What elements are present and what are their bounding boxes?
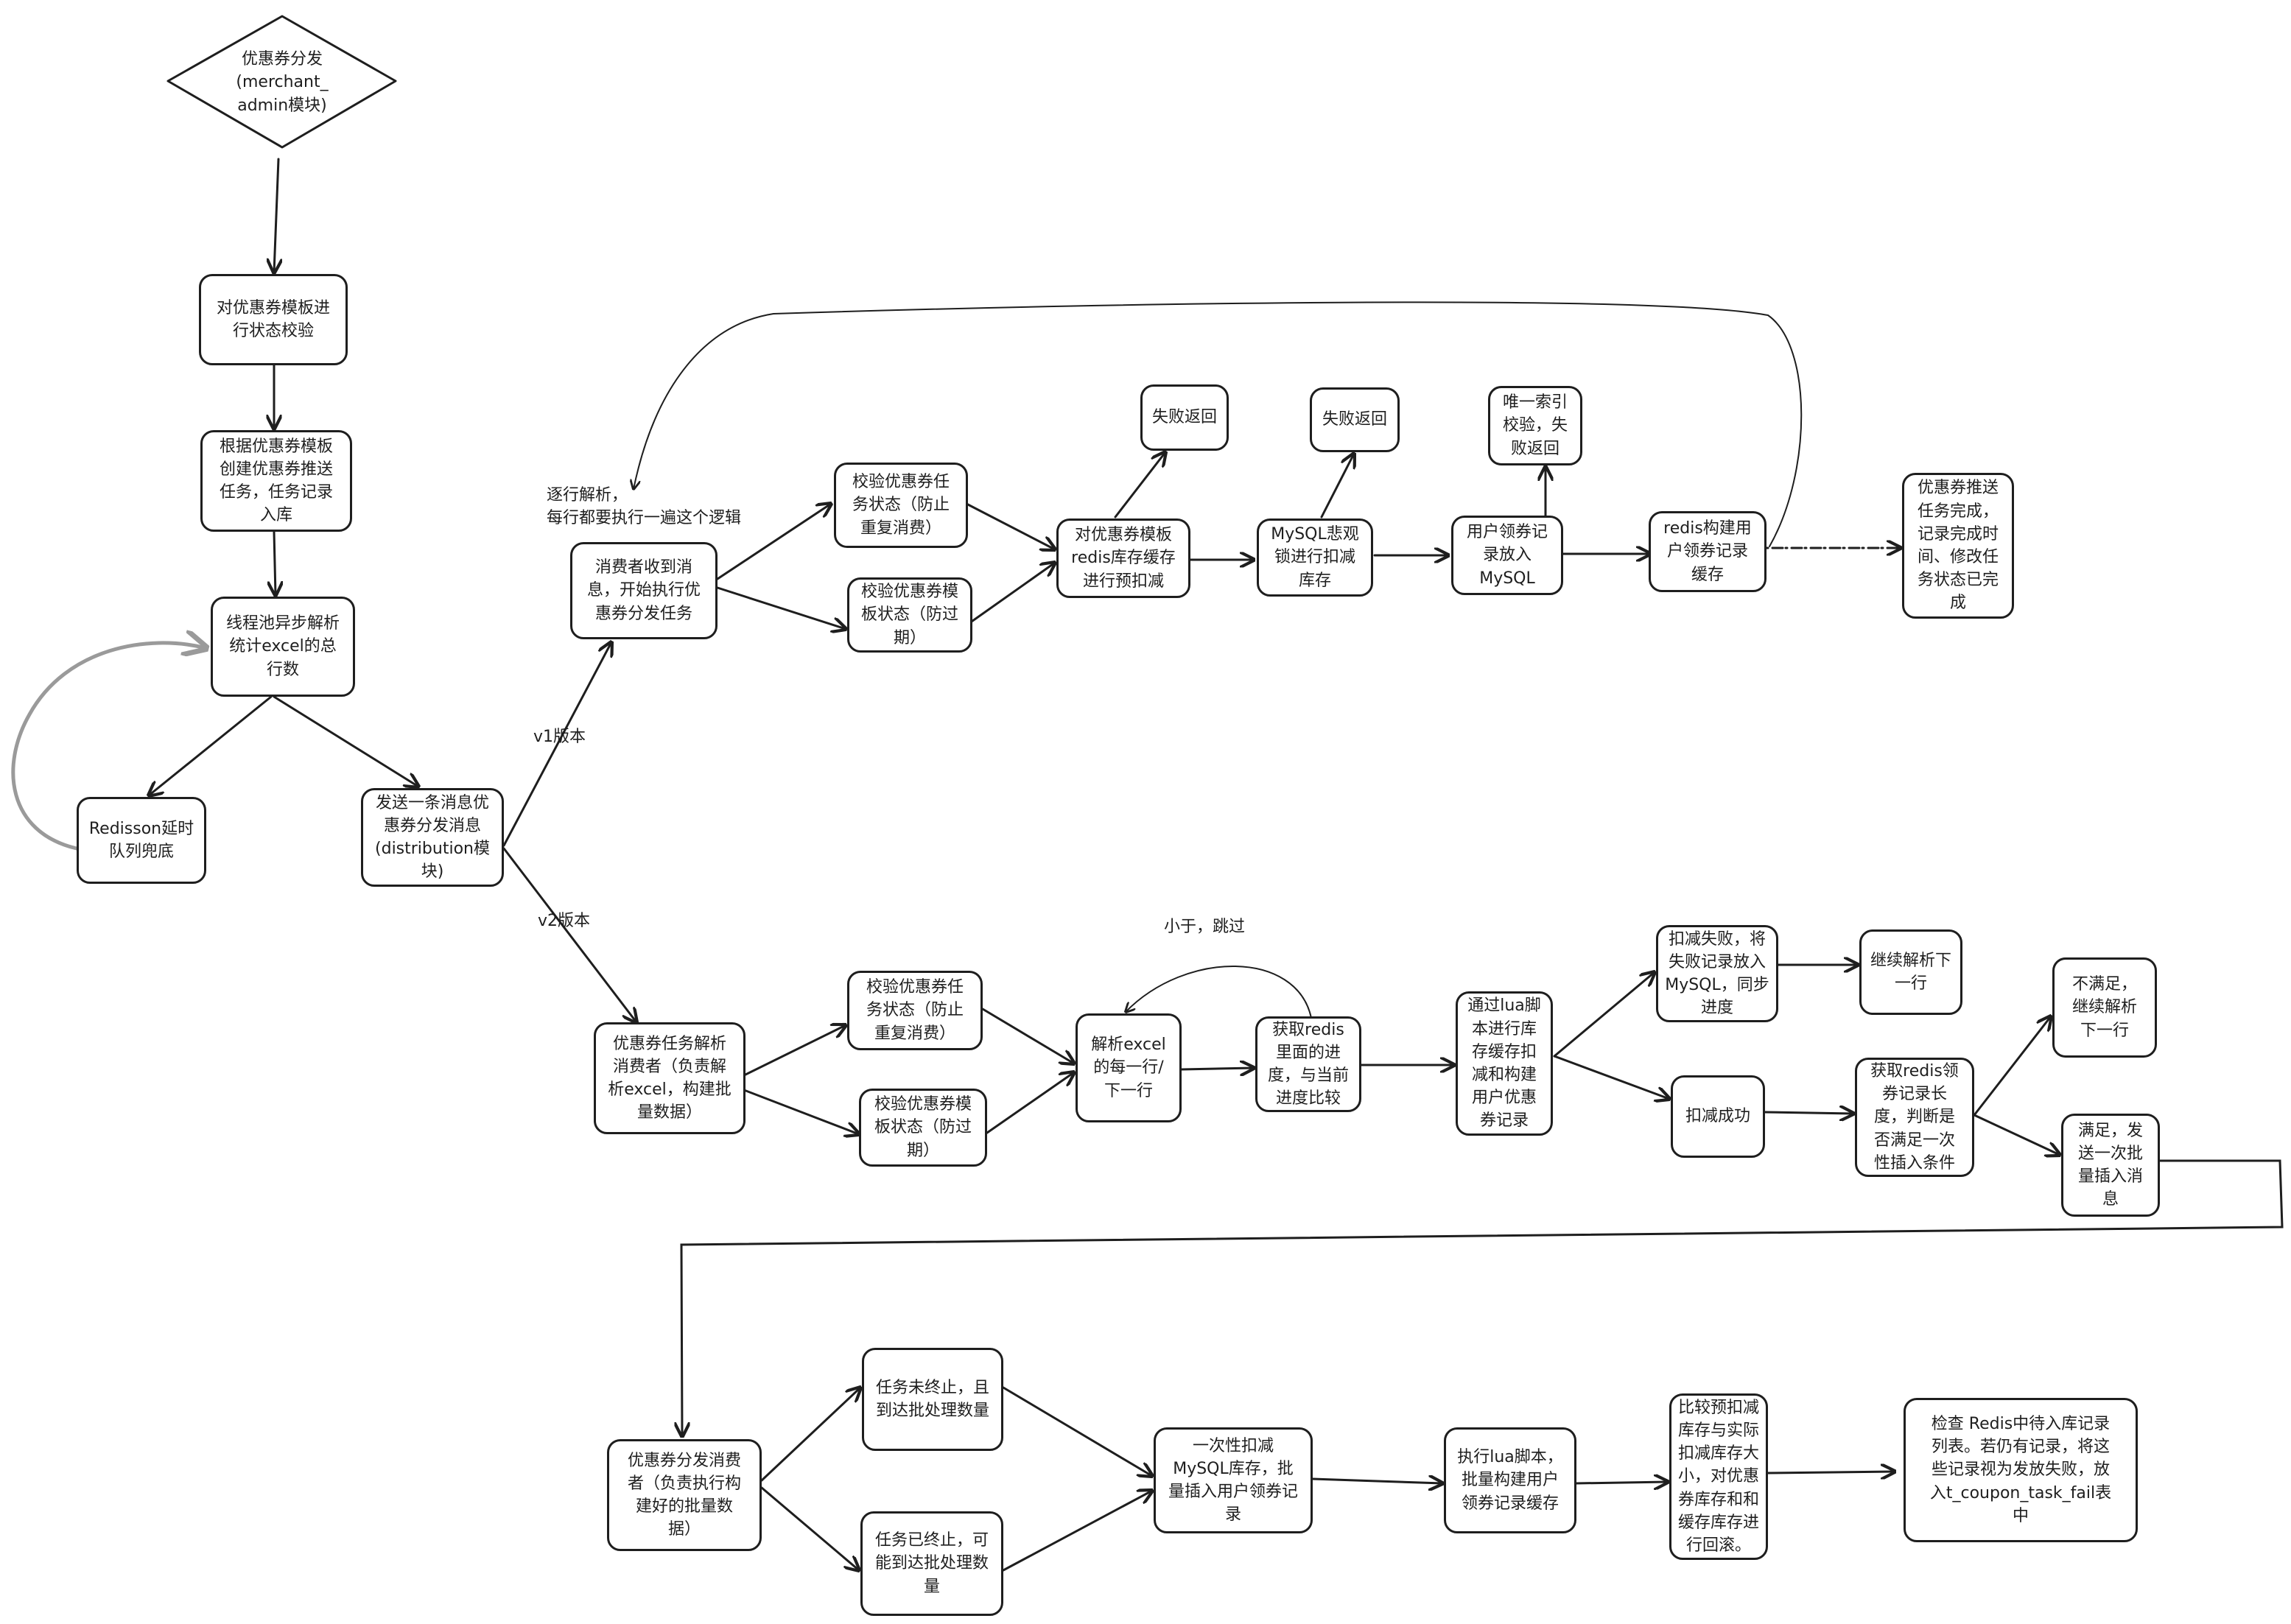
distribution-consumer-node: 优惠券分发消费 者（负责执行构 建好的批量数 据） (607, 1439, 762, 1551)
arrow-checktask-to-parse (981, 1008, 1074, 1064)
v1-mysql-lock-node: MySQL悲观 锁进行扣减 库存 (1257, 519, 1373, 597)
arrow-progress-skip-loop (1126, 966, 1312, 1019)
arrow-sendmsg-to-v2 (502, 847, 636, 1022)
arrow-success-to-batchcheck (1764, 1112, 1853, 1114)
v1-task-done-node: 优惠券推送 任务完成， 记录完成时 间、修改任 务状态已完 成 (1902, 473, 2014, 619)
arrow-checktpl-to-redisdeduct (968, 563, 1055, 625)
arrow-checktask-to-redisdeduct (965, 502, 1055, 549)
v1-redis-cache-node: redis构建用 户领券记录 缓存 (1649, 511, 1767, 592)
batch-deduct-node: 一次性扣减 MySQL库存，批 量插入用户领券记 录 (1154, 1427, 1313, 1533)
v2-consumer-node: 优惠券任务解析 消费者（负责解 析excel，构建批 量数据） (594, 1022, 745, 1134)
start-diamond-shape (166, 15, 397, 149)
validate-template-node: 对优惠券模板进 行状态校验 (199, 274, 348, 365)
arrow-v1consumer-to-checktask (716, 504, 831, 580)
v1-consumer-node: 消费者收到消 息，开始执行优 惠券分发任务 (570, 542, 718, 639)
arrow-redisdeduct-to-fail1 (1114, 452, 1165, 519)
loop-note-label: 逐行解析， 每行都要执行一遍这个逻辑 (547, 486, 742, 527)
arrow-parse-to-progress (1180, 1068, 1254, 1069)
redisson-fallback-node: Redisson延时 队列兜底 (77, 797, 206, 884)
start-node: 优惠券分发 (merchant_ admin模块) (236, 50, 329, 115)
arrow-batchcheck-to-met (1973, 1114, 2060, 1155)
arrow-luabatch-to-rollback (1575, 1482, 1668, 1483)
arrow-rollback-to-checkredis (1767, 1472, 1895, 1473)
arrow-v2consumer-to-checktask (743, 1025, 846, 1077)
arrow-redisson-loop (11, 643, 206, 851)
v1-label: v1版本 (533, 728, 586, 746)
v1-user-coupon-node: 用户领券记 录放入 MySQL (1451, 516, 1563, 595)
v1-check-template-node: 校验优惠券模 板状态（防过 期） (847, 577, 972, 653)
v2-lua-script-node: 通过lua脚 本进行库 存缓存扣 减和构建 用户优惠 券记录 (1456, 991, 1553, 1136)
arrow-create-to-threadpool (274, 530, 276, 595)
create-task-node: 根据优惠券模板 创建优惠券推送 任务，任务记录 入库 (200, 430, 352, 532)
arrow-batchcheck-to-notmet (1973, 1016, 2051, 1117)
v1-fail-return-2: 失败返回 (1310, 387, 1400, 452)
task-not-ended-node: 任务未终止，且 到达批处理数量 (862, 1348, 1003, 1451)
v1-unique-index-node: 唯一索引 校验，失 败返回 (1488, 386, 1582, 465)
arrow-threadpool-to-sendmsg (273, 695, 418, 787)
v2-progress-compare-node: 获取redis 里面的进 度，与当前 进度比较 (1255, 1016, 1361, 1112)
rollback-node: 比较预扣减 库存与实际 扣减库存大 小，对优惠 券库存和和 缓存库存进 行回滚。 (1669, 1393, 1768, 1560)
v2-deduct-fail-node: 扣减失败，将 失败记录放入 MySQL，同步 进度 (1656, 925, 1778, 1022)
arrow-distconsumer-to-tasknotend (760, 1388, 860, 1482)
task-ended-node: 任务已终止，可 能到达批处理数 量 (860, 1511, 1003, 1616)
v2-met-node: 满足，发 送一次批 量插入消 息 (2061, 1114, 2160, 1217)
arrow-taskend-to-batchdeduct (1002, 1491, 1152, 1572)
arrow-sendmsg-to-v1 (502, 642, 611, 847)
send-message-node: 发送一条消息优 惠券分发消息 (distribution模 块) (361, 788, 504, 887)
v2-parse-excel-node: 解析excel 的每一行/ 下一行 (1076, 1013, 1182, 1122)
arrow-checktpl-to-parse (986, 1072, 1074, 1134)
v2-not-met-node: 不满足， 继续解析 下一行 (2052, 957, 2157, 1058)
v2-check-task-node: 校验优惠券任 务状态（防止 重复消费） (847, 971, 983, 1050)
v2-deduct-success-node: 扣减成功 (1671, 1075, 1765, 1158)
v1-redis-prededuct-node: 对优惠券模板 redis库存缓存 进行预扣减 (1056, 519, 1190, 598)
v2-label: v2版本 (538, 912, 591, 930)
skip-label: 小于，跳过 (1164, 918, 1246, 936)
arrow-threadpool-to-redisson (149, 695, 273, 795)
v2-batch-check-node: 获取redis领 券记录长 度，判断是 否满足一次 性插入条件 (1855, 1058, 1974, 1177)
arrow-lua-to-failrecord (1553, 972, 1655, 1058)
arrow-v2consumer-to-checktpl (743, 1089, 859, 1134)
thread-pool-node: 线程池异步解析 统计excel的总 行数 (211, 597, 355, 697)
v1-check-task-node: 校验优惠券任 务状态（防止 重复消费） (834, 463, 968, 548)
v2-continue-node: 继续解析下 一行 (1859, 929, 1962, 1015)
arrow-lua-to-success (1553, 1055, 1669, 1099)
lua-batch-cache-node: 执行lua脚本， 批量构建用户 领券记录缓存 (1444, 1427, 1576, 1533)
arrow-v1consumer-to-checktpl (716, 586, 846, 629)
arrow-distconsumer-to-taskend (760, 1486, 859, 1570)
arrow-met-to-distconsumer (681, 1159, 2284, 1436)
arrow-batchdeduct-to-luabatch (1311, 1479, 1442, 1483)
arrow-start-to-validate (274, 158, 278, 273)
arrow-loop-back-to-consumer (634, 301, 1803, 547)
check-redis-node: 检查 Redis中待入库记录 列表。若仍有记录，将这 些记录视为发放失败，放 入… (1904, 1398, 2138, 1542)
arrow-tasknotend-to-batchdeduct (1002, 1386, 1152, 1476)
v1-fail-return-1: 失败返回 (1140, 384, 1229, 451)
v2-check-template-node: 校验优惠券模 板状态（防过 期） (859, 1089, 987, 1167)
arrow-mysqllock-to-fail2 (1320, 454, 1354, 519)
